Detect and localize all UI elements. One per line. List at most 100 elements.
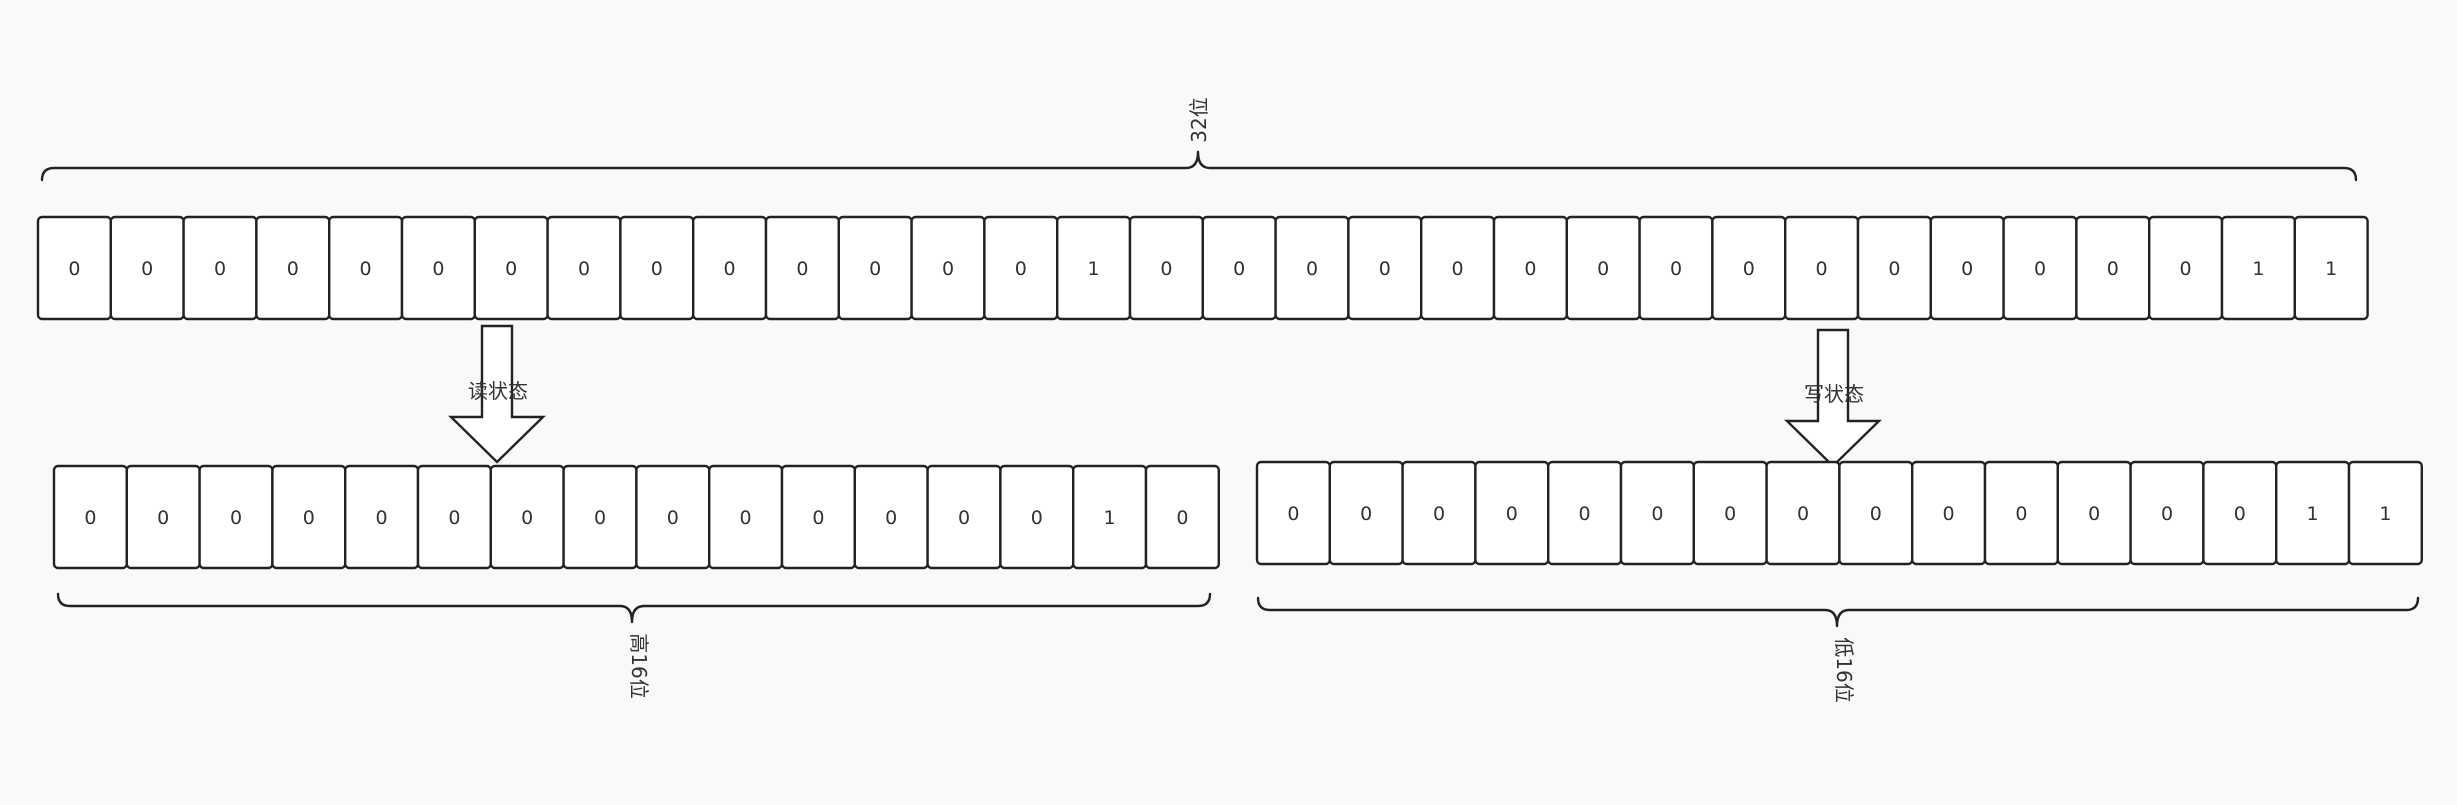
high-bit-cell: 0	[999, 464, 1075, 570]
low-bit-cell: 0	[1255, 460, 1332, 566]
top-bit-cell-value: 0	[2107, 258, 2119, 280]
top-bit-cell: 0	[328, 215, 404, 321]
high-bit-cell-value: 0	[84, 507, 96, 529]
low-bit-cell: 0	[1328, 460, 1404, 566]
top-bit-cell-value: 0	[141, 258, 153, 280]
high-bit-cell-value: 0	[157, 507, 169, 529]
low-bit-cell: 0	[1619, 460, 1696, 566]
top-bit-cell-value: 0	[942, 258, 954, 280]
low-bit-cell-value: 0	[2088, 503, 2100, 525]
top-bit-cell-value: 0	[1670, 258, 1682, 280]
top-bit-cell: 0	[1128, 215, 1205, 321]
write-arrow: 写状态	[1784, 328, 1882, 468]
top-bit-cell: 0	[473, 215, 549, 321]
high-bit-cell-value: 0	[812, 507, 824, 529]
top-label: 32位	[1187, 97, 1211, 142]
top-bit-cell-value: 0	[68, 258, 80, 280]
high-bit-cell-value: 0	[740, 507, 752, 529]
top-bit-cell-value: 0	[1160, 258, 1172, 280]
top-bit-cell-value: 0	[1961, 258, 1973, 280]
top-bit-cell-value: 0	[1597, 258, 1609, 280]
top-bit-cell-value: 0	[360, 258, 372, 280]
high-bit-cell: 0	[1144, 464, 1221, 570]
low-bit-cell-value: 1	[2379, 503, 2391, 525]
top-bit-cell-value: 0	[1452, 258, 1464, 280]
top-bit-cell: 0	[764, 215, 841, 321]
low-label: 低16位	[1832, 637, 1856, 702]
top-bit-cell-value: 0	[1743, 258, 1755, 280]
high-bit-cell: 0	[635, 464, 711, 570]
top-bit-cell: 0	[1565, 215, 1641, 321]
low-bit-cell-value: 0	[1724, 503, 1736, 525]
low-bit-cell: 0	[2202, 460, 2278, 566]
low-bit-cell: 1	[2274, 460, 2351, 566]
write-arrow-shape	[1784, 328, 1882, 468]
top-bit-cell-value: 0	[724, 258, 736, 280]
top-bit-cell-value: 0	[1015, 258, 1027, 280]
top-bit-cell: 0	[1929, 215, 2005, 321]
low-bit-cell: 0	[1910, 460, 1987, 566]
top-bit-cell-box	[2293, 215, 2369, 321]
low-bit-cell-value: 0	[1797, 503, 1809, 525]
low-bit-cell: 0	[1765, 460, 1841, 566]
top-bit-cell: 0	[1492, 215, 1569, 321]
low-bit-cell-value: 0	[1943, 503, 1955, 525]
low-bit-cell-value: 0	[1579, 503, 1591, 525]
high-bit-cell: 0	[125, 464, 201, 570]
high-bit-cell: 0	[489, 464, 565, 570]
top-bit-cell-value: 0	[1233, 258, 1245, 280]
top-bit-cell: 0	[1274, 215, 1350, 321]
high-bit-cell: 0	[562, 464, 638, 570]
top-bit-cell-value: 0	[1888, 258, 1900, 280]
top-bit-cell-value: 0	[578, 258, 590, 280]
high-bit-cell: 0	[708, 464, 784, 570]
high-bit-cell-value: 0	[448, 507, 460, 529]
top-bit-cell: 0	[1783, 215, 1860, 321]
low-bit-cell-value: 0	[1651, 503, 1663, 525]
low-brace	[1256, 596, 2420, 628]
top-bit-cell: 0	[109, 215, 185, 321]
low-bit-cell-value: 0	[1433, 503, 1445, 525]
low-bit-cell-value: 0	[1506, 503, 1518, 525]
high-bit-cell-value: 0	[376, 507, 388, 529]
top-bit-cell-value: 0	[505, 258, 517, 280]
low-bit-cell-value: 0	[1287, 503, 1299, 525]
low-bit-cell: 0	[2056, 460, 2132, 566]
low-bit-cell-box	[2347, 460, 2424, 566]
top-brace	[40, 150, 2358, 182]
read-arrow-label: 读状态	[468, 379, 528, 403]
top-bit-cell: 0	[2147, 215, 2224, 321]
top-bit-cell: 0	[1347, 215, 1423, 321]
top-bit-cell: 0	[255, 215, 331, 321]
top-bit-cell: 1	[2293, 215, 2369, 321]
top-bit-cell-value: 0	[651, 258, 663, 280]
high-bit-cell-value: 0	[521, 507, 533, 529]
top-bit-cell: 0	[1638, 215, 1714, 321]
top-bit-cell: 0	[1856, 215, 1933, 321]
low-bit-cell: 0	[1474, 460, 1550, 566]
low-bit-cell: 0	[1838, 460, 1914, 566]
high-bit-cell-value: 0	[303, 507, 315, 529]
top-bit-cell-value: 0	[432, 258, 444, 280]
high-bit-cell-box	[1144, 464, 1221, 570]
high-brace	[56, 592, 1212, 624]
high-label: 高16位	[627, 633, 651, 698]
high-bit-cell: 0	[52, 464, 129, 570]
low-bit-cell-value: 0	[2015, 503, 2027, 525]
top-bit-cell: 0	[692, 215, 768, 321]
top-bit-cell: 0	[837, 215, 913, 321]
write-arrow-label: 写状态	[1804, 382, 1864, 406]
low-bit-cell-value: 0	[1870, 503, 1882, 525]
high-bit-cell-value: 0	[885, 507, 897, 529]
low-bit-cell: 0	[1546, 460, 1623, 566]
low-bit-cell-value: 0	[1360, 503, 1372, 525]
low-bit-cell: 0	[1692, 460, 1768, 566]
high-bit-cell-value: 0	[594, 507, 606, 529]
top-bit-cell-value: 1	[2325, 258, 2337, 280]
read-arrow-shape	[448, 324, 546, 464]
low-bit-cell: 0	[1983, 460, 2060, 566]
high-bit-cell: 0	[853, 464, 929, 570]
